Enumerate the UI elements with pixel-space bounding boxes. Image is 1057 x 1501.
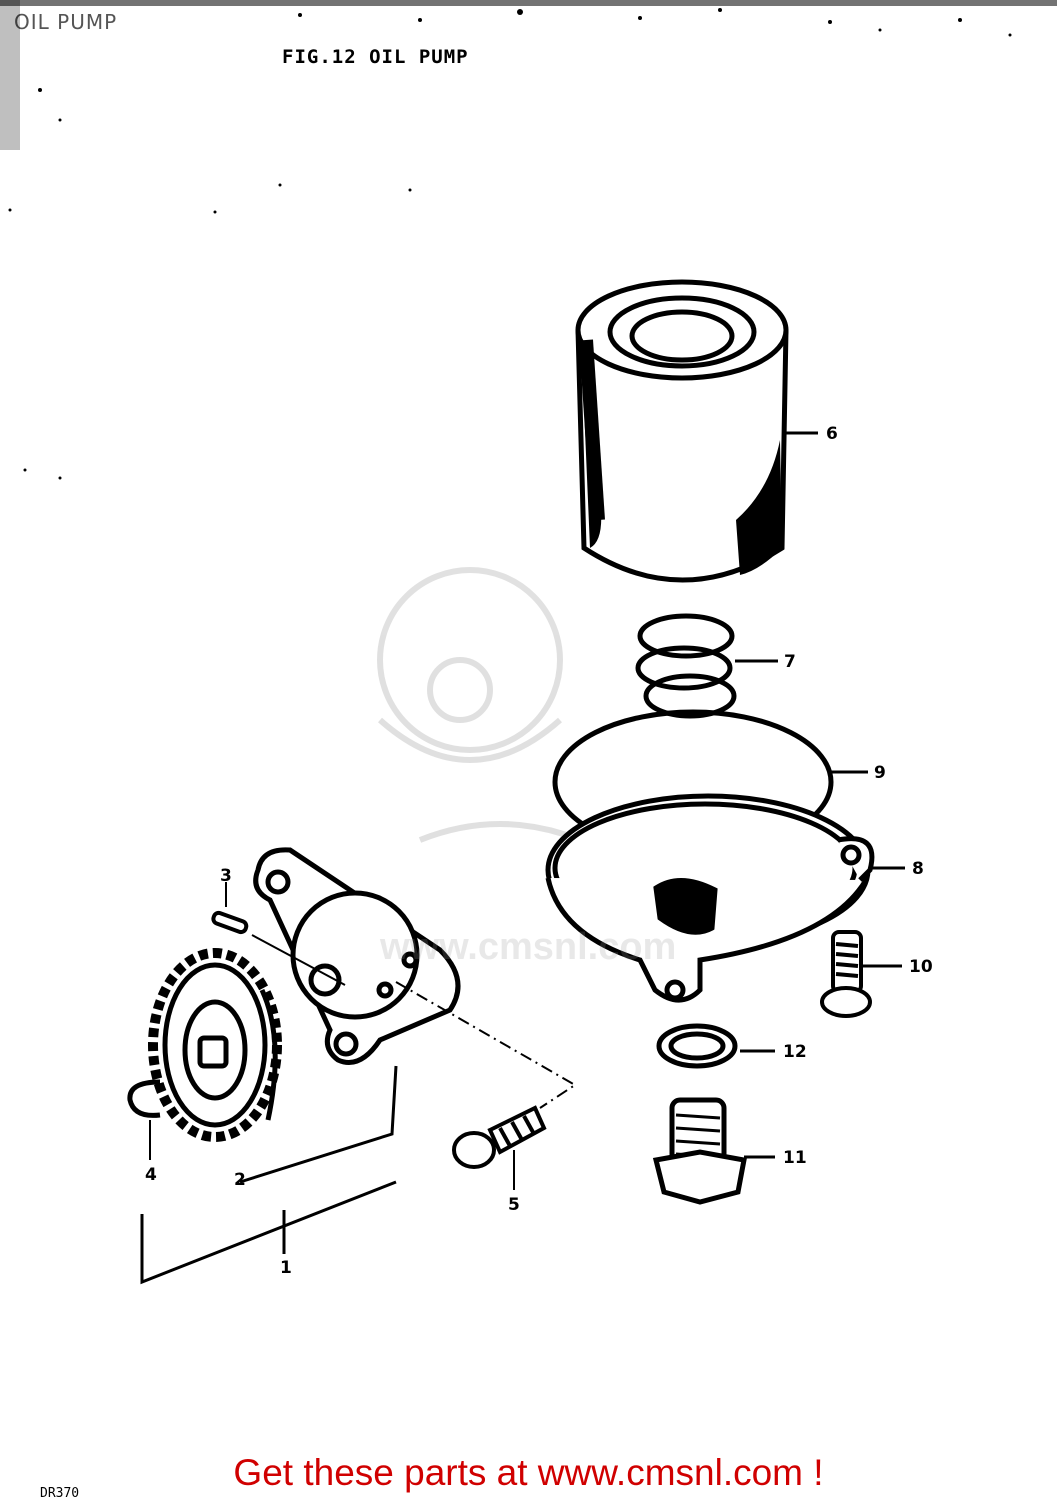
drain-plug-part-11 bbox=[652, 1097, 775, 1205]
cms-watermark-logo bbox=[377, 567, 622, 863]
scan-noise bbox=[0, 0, 1057, 480]
watermark-text: www.cmsnl.com bbox=[380, 926, 677, 968]
callout-11: 11 bbox=[783, 1148, 807, 1168]
callout-8: 8 bbox=[912, 859, 924, 879]
get-parts-banner[interactable]: Get these parts at www.cmsnl.com ! bbox=[233, 1452, 824, 1493]
pump-gear-part-2 bbox=[148, 948, 282, 1142]
callout-7: 7 bbox=[784, 652, 796, 672]
callout-9: 9 bbox=[874, 763, 886, 783]
callout-3: 3 bbox=[220, 866, 232, 886]
oil-pump-body bbox=[253, 847, 461, 1065]
filter-cover-part-8 bbox=[545, 793, 905, 1003]
assembly-bracket-part-1 bbox=[140, 1065, 398, 1285]
callout-10: 10 bbox=[909, 957, 933, 977]
bolt-part-10 bbox=[820, 930, 902, 1018]
pin-part-3 bbox=[211, 882, 346, 986]
callout-2: 2 bbox=[234, 1170, 246, 1190]
spring-part-7 bbox=[635, 613, 778, 719]
screw-part-5 bbox=[452, 1105, 547, 1190]
callout-12: 12 bbox=[783, 1042, 807, 1062]
callout-4: 4 bbox=[145, 1165, 157, 1185]
circlip-part-4 bbox=[127, 1079, 161, 1160]
footer-code: DR370 bbox=[40, 1486, 80, 1501]
callout-1: 1 bbox=[280, 1258, 292, 1278]
callout-5: 5 bbox=[508, 1195, 520, 1215]
alignment-line bbox=[395, 981, 577, 1109]
callout-6: 6 bbox=[826, 424, 838, 444]
figure-title: FIG.12 OIL PUMP bbox=[282, 46, 469, 68]
corner-title: OIL PUMP bbox=[14, 10, 118, 34]
washer-part-12 bbox=[656, 1023, 775, 1069]
oil-filter-part-6 bbox=[575, 279, 818, 583]
